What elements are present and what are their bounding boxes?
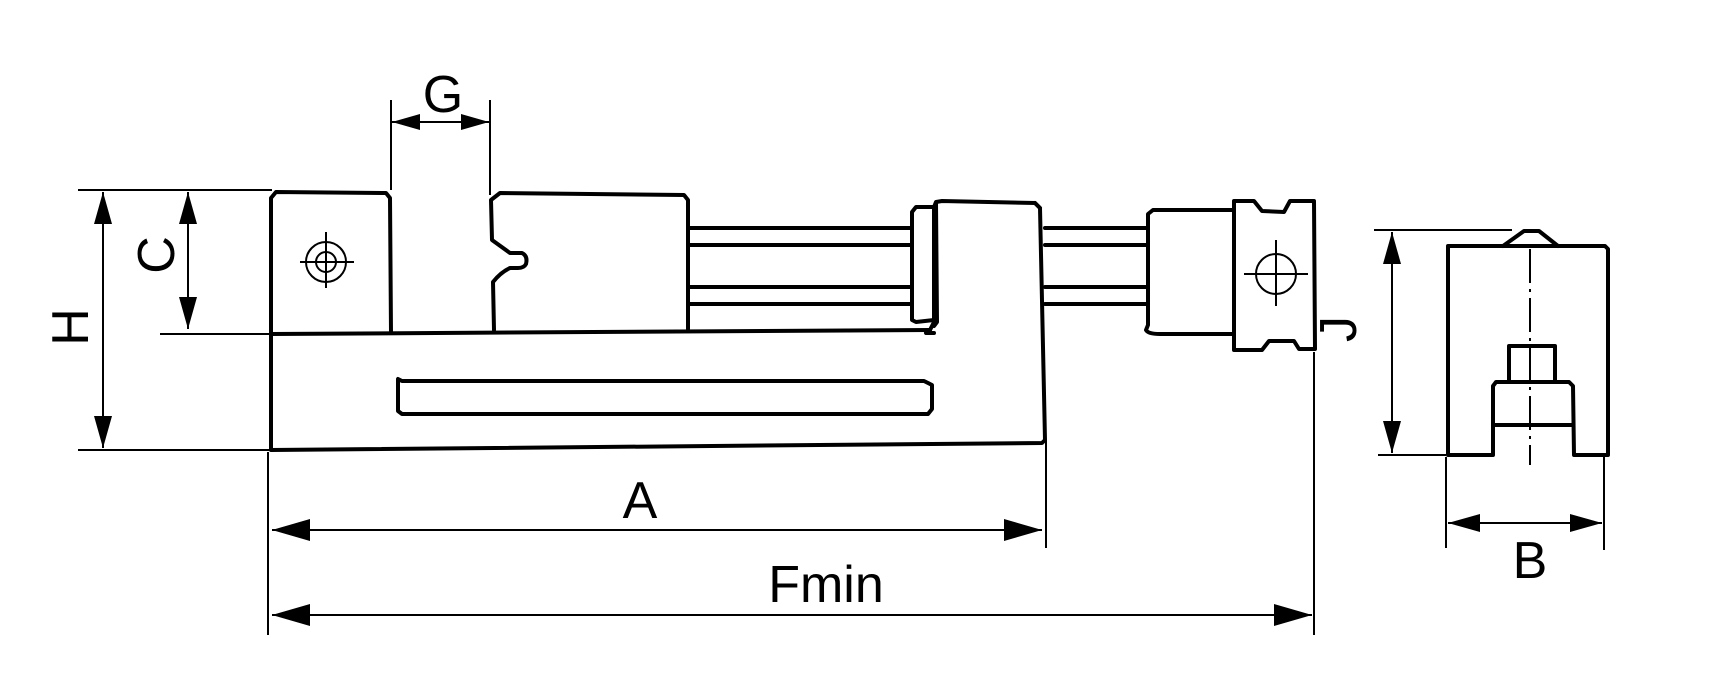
end-view-top-cap	[1501, 229, 1560, 248]
dimension-b	[1445, 457, 1605, 550]
crank-hole-symbol	[1244, 240, 1308, 306]
nut-block	[910, 205, 936, 324]
crank-handle	[1232, 199, 1317, 352]
screw-rails	[1043, 226, 1150, 306]
dimension-fmin	[272, 352, 1315, 635]
end-view-body	[1446, 244, 1610, 457]
label-a: A	[623, 472, 658, 530]
vise-side-view	[269, 190, 1317, 452]
dimensions: G H C A	[42, 66, 1605, 635]
guide-rails	[686, 226, 914, 306]
label-c: C	[128, 236, 186, 274]
label-b: B	[1513, 532, 1548, 590]
vise-end-view	[1446, 229, 1610, 465]
fixed-jaw	[269, 190, 393, 335]
dimension-h	[78, 189, 272, 451]
base-slot	[396, 377, 934, 416]
label-g: G	[423, 66, 463, 124]
base-top-edge	[269, 328, 932, 336]
screw-housing	[1144, 208, 1236, 336]
end-view-slot	[1507, 344, 1557, 384]
label-h: H	[42, 308, 100, 346]
end-bracket-side	[932, 201, 939, 328]
label-j: J	[1310, 316, 1368, 342]
label-fmin: Fmin	[768, 556, 884, 614]
fixed-jaw-hole-symbol	[300, 232, 354, 288]
dimension-j	[1374, 229, 1512, 456]
movable-jaw	[489, 191, 690, 333]
end-bracket	[924, 199, 1042, 335]
dimension-c	[160, 192, 271, 335]
dimension-g	[390, 100, 491, 195]
dimension-a	[267, 440, 1047, 635]
